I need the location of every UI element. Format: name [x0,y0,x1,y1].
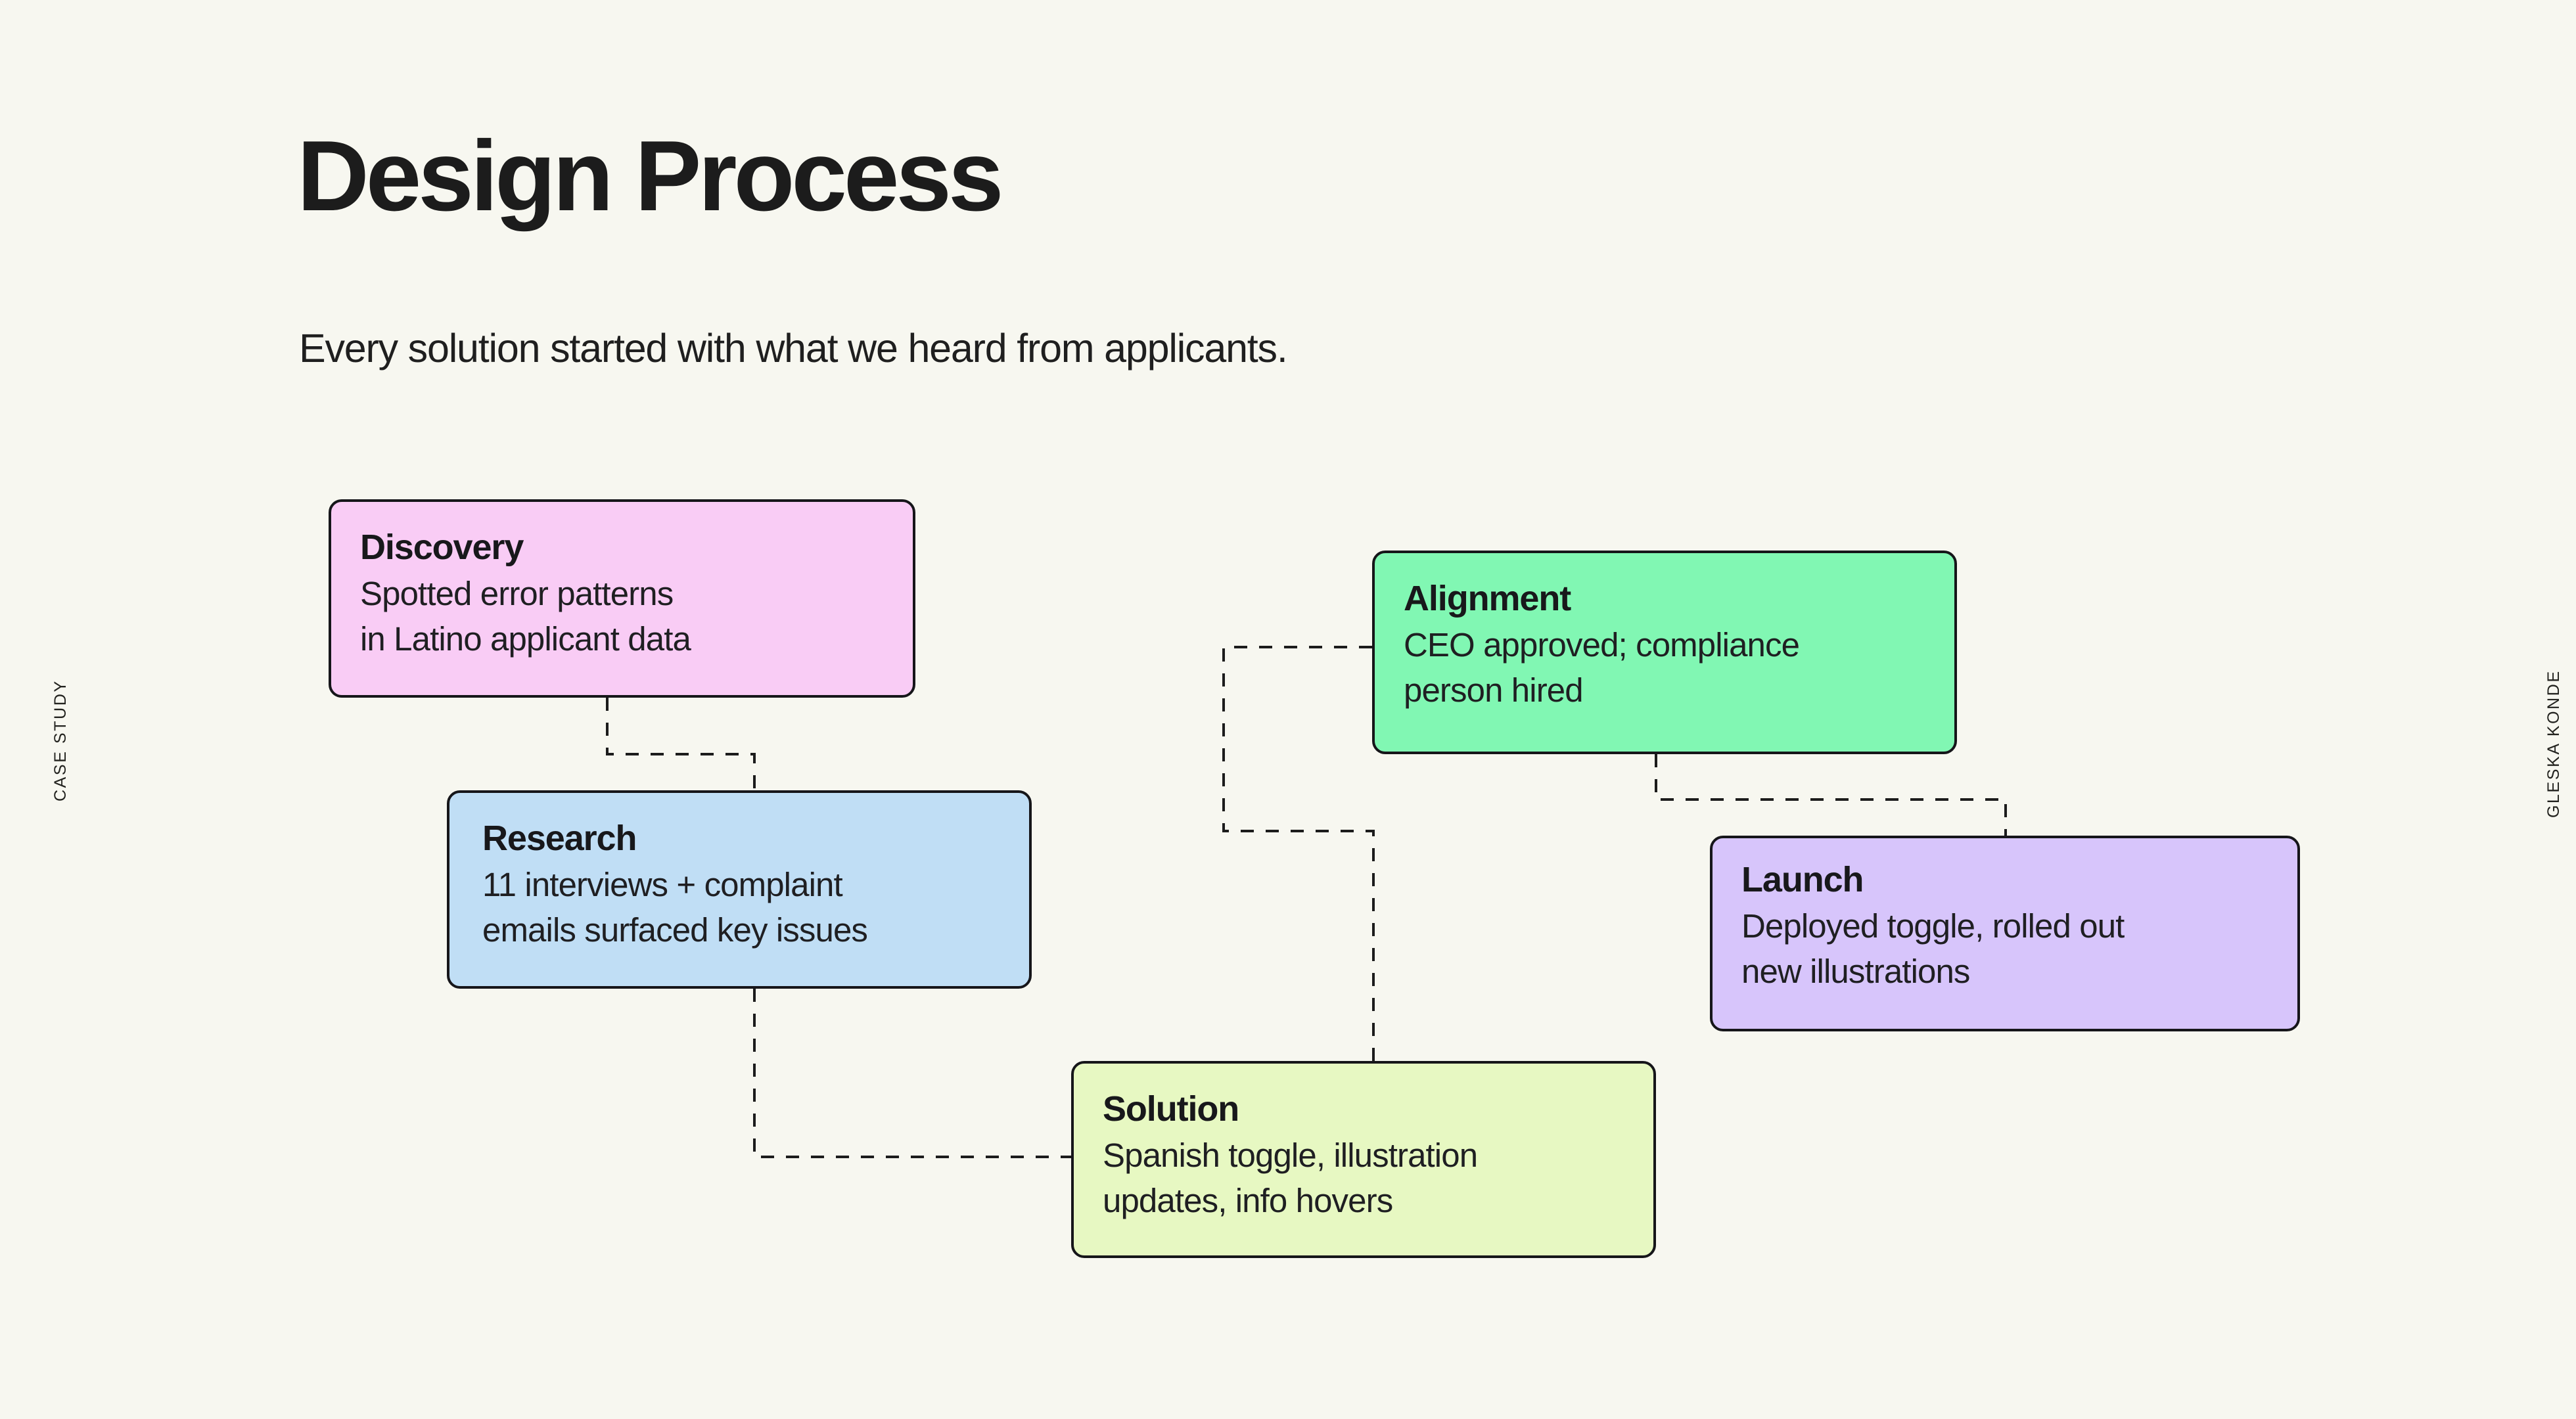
card-title-launch: Launch [1741,860,1864,899]
card-description-discovery: Spotted error patterns in Latino applica… [360,575,691,658]
flow-card-discovery[interactable]: Discovery Spotted error patterns in Lati… [329,499,915,698]
connector-discovery-to-research [606,698,756,790]
connector-solution-to-alignment [1222,646,1375,1061]
flow-card-research[interactable]: Research 11 interviews + complaint email… [447,790,1032,989]
side-label-brand: GLESKA KONDE [2544,669,2563,818]
card-title-discovery: Discovery [360,528,524,567]
page-title: Design Process [297,120,1004,232]
card-description-alignment: CEO approved; compliance person hired [1404,626,1800,709]
connector-alignment-to-launch [1655,754,2007,836]
card-description-launch: Deployed toggle, rolled out new illustra… [1741,907,2125,990]
connector-research-to-solution [753,989,1071,1158]
flow-card-solution[interactable]: Solution Spanish toggle, illustration up… [1071,1061,1656,1258]
card-description-research: 11 interviews + complaint emails surface… [482,866,868,949]
card-description-solution: Spanish toggle, illustration updates, in… [1103,1137,1478,1219]
side-label-case-study: CASE STUDY [51,679,70,801]
card-title-solution: Solution [1103,1089,1239,1129]
flow-card-launch[interactable]: Launch Deployed toggle, rolled out new i… [1710,836,2300,1031]
flow-card-alignment[interactable]: Alignment CEO approved; compliance perso… [1372,551,1957,754]
card-title-alignment: Alignment [1404,579,1571,618]
page-subtitle: Every solution started with what we hear… [299,326,1288,371]
card-title-research: Research [482,819,637,858]
